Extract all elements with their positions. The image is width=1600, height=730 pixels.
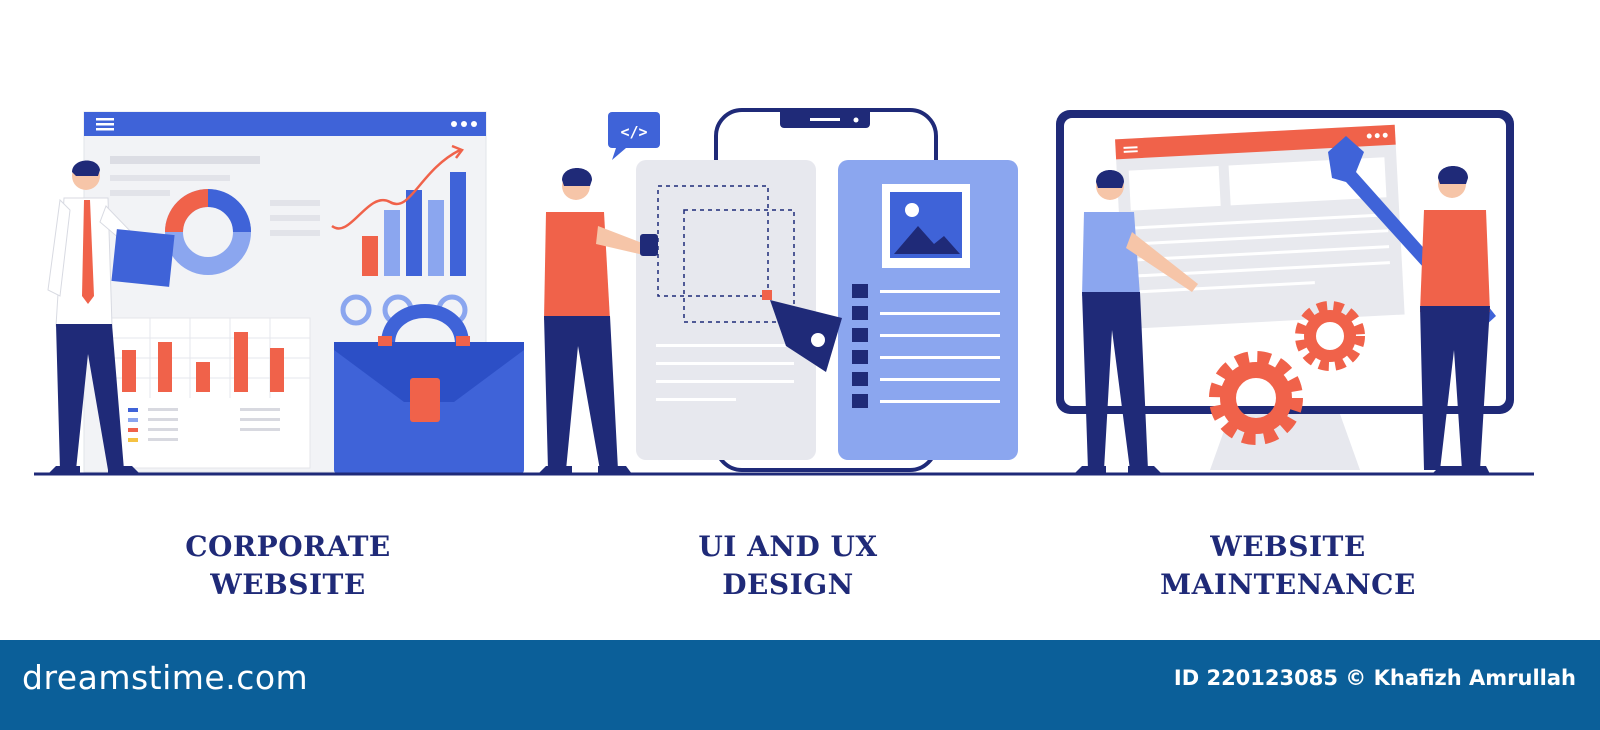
website-maintenance-illustration [1056, 110, 1514, 474]
caption-line: UI AND UX [698, 530, 878, 563]
image-credit: ID 220123085 © Khafizh Amrullah [1173, 666, 1576, 690]
caption-corporate-website: CORPORATE WEBSITE [108, 528, 468, 604]
pen-tool-icon [762, 290, 842, 372]
worker-left-figure [1074, 170, 1198, 474]
presenter-figure [47, 160, 175, 474]
code-badge: </> [608, 112, 660, 160]
caption-line: CORPORATE [185, 530, 391, 563]
briefcase-icon [334, 304, 524, 474]
corporate-website-illustration [47, 111, 524, 474]
watermark-footer: dreamstime.com ID 220123085 © Khafizh Am… [0, 640, 1600, 730]
caption-ui-ux-design: UI AND UX DESIGN [608, 528, 968, 604]
caption-line: DESIGN [722, 568, 854, 601]
gear-icon-small [1295, 301, 1365, 371]
design-card [838, 160, 1018, 460]
caption-line: MAINTENANCE [1160, 568, 1416, 601]
ui-ux-design-illustration: </> [538, 108, 1018, 474]
trend-bar-chart [331, 144, 466, 276]
window-dots-icon [451, 121, 477, 127]
image-placeholder-icon [894, 203, 960, 254]
gear-icon [1209, 351, 1303, 445]
illustration: </> [34, 108, 1534, 476]
donut-chart [165, 189, 251, 275]
data-table [109, 317, 311, 469]
caption-line: WEBSITE [210, 568, 366, 601]
caption-website-maintenance: WEBSITE MAINTENANCE [1108, 528, 1468, 604]
brand-logo-text: dreamstime.com [22, 658, 309, 697]
worker-right-figure [1420, 166, 1490, 474]
designer-figure [538, 168, 658, 474]
illustration-svg: </> [34, 108, 1534, 476]
caption-line: WEBSITE [1210, 530, 1366, 563]
hamburger-menu-icon [96, 118, 114, 131]
code-icon: </> [620, 123, 647, 141]
